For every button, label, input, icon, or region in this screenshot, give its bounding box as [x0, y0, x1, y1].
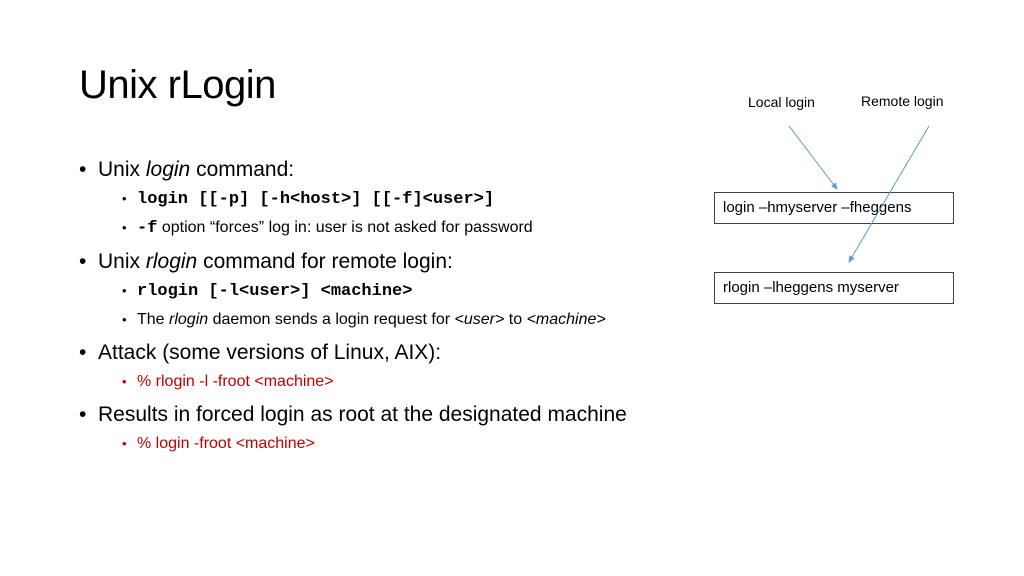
rlogin-command-box: rlogin –lheggens myserver	[714, 272, 954, 304]
sub-bullet-f-option: • -f option “forces” log in: user is not…	[79, 214, 719, 243]
bullet-icon: •	[122, 374, 127, 389]
local-login-label: Local login	[748, 94, 815, 110]
bullet-icon: •	[79, 250, 87, 273]
bullet-icon: •	[79, 403, 87, 426]
slide-title: Unix rLogin	[79, 63, 276, 107]
bullet-result: • Results in forced login as root at the…	[79, 400, 719, 430]
bullet-attack: • Attack (some versions of Linux, AIX):	[79, 338, 719, 368]
bullet-login-command: • Unix login command:	[79, 155, 719, 185]
bullet-icon: •	[122, 191, 127, 206]
sub-bullet-rlogin-daemon: • The rlogin daemon sends a login reques…	[79, 306, 719, 334]
bullet-list: • Unix login command: • login [[-p] [-h<…	[79, 155, 719, 458]
bullet-icon: •	[122, 436, 127, 451]
login-command-box: login –hmyserver –fheggens	[714, 192, 954, 224]
sub-bullet-rlogin-syntax: • rlogin [-l<user>] <machine>	[79, 277, 719, 306]
sub-bullet-attack-command: • % rlogin -l -froot <machine>	[79, 368, 719, 396]
sub-bullet-result-command: • % login -froot <machine>	[79, 430, 719, 458]
bullet-icon: •	[122, 312, 127, 327]
bullet-icon: •	[122, 220, 127, 235]
remote-login-label: Remote login	[861, 93, 944, 109]
bullet-rlogin-command: • Unix rlogin command for remote login:	[79, 247, 719, 277]
bullet-icon: •	[79, 341, 87, 364]
sub-bullet-login-syntax: • login [[-p] [-h<host>] [[-f]<user>]	[79, 185, 719, 214]
local-login-arrow	[788, 125, 838, 190]
bullet-icon: •	[79, 158, 87, 181]
bullet-icon: •	[122, 283, 127, 298]
